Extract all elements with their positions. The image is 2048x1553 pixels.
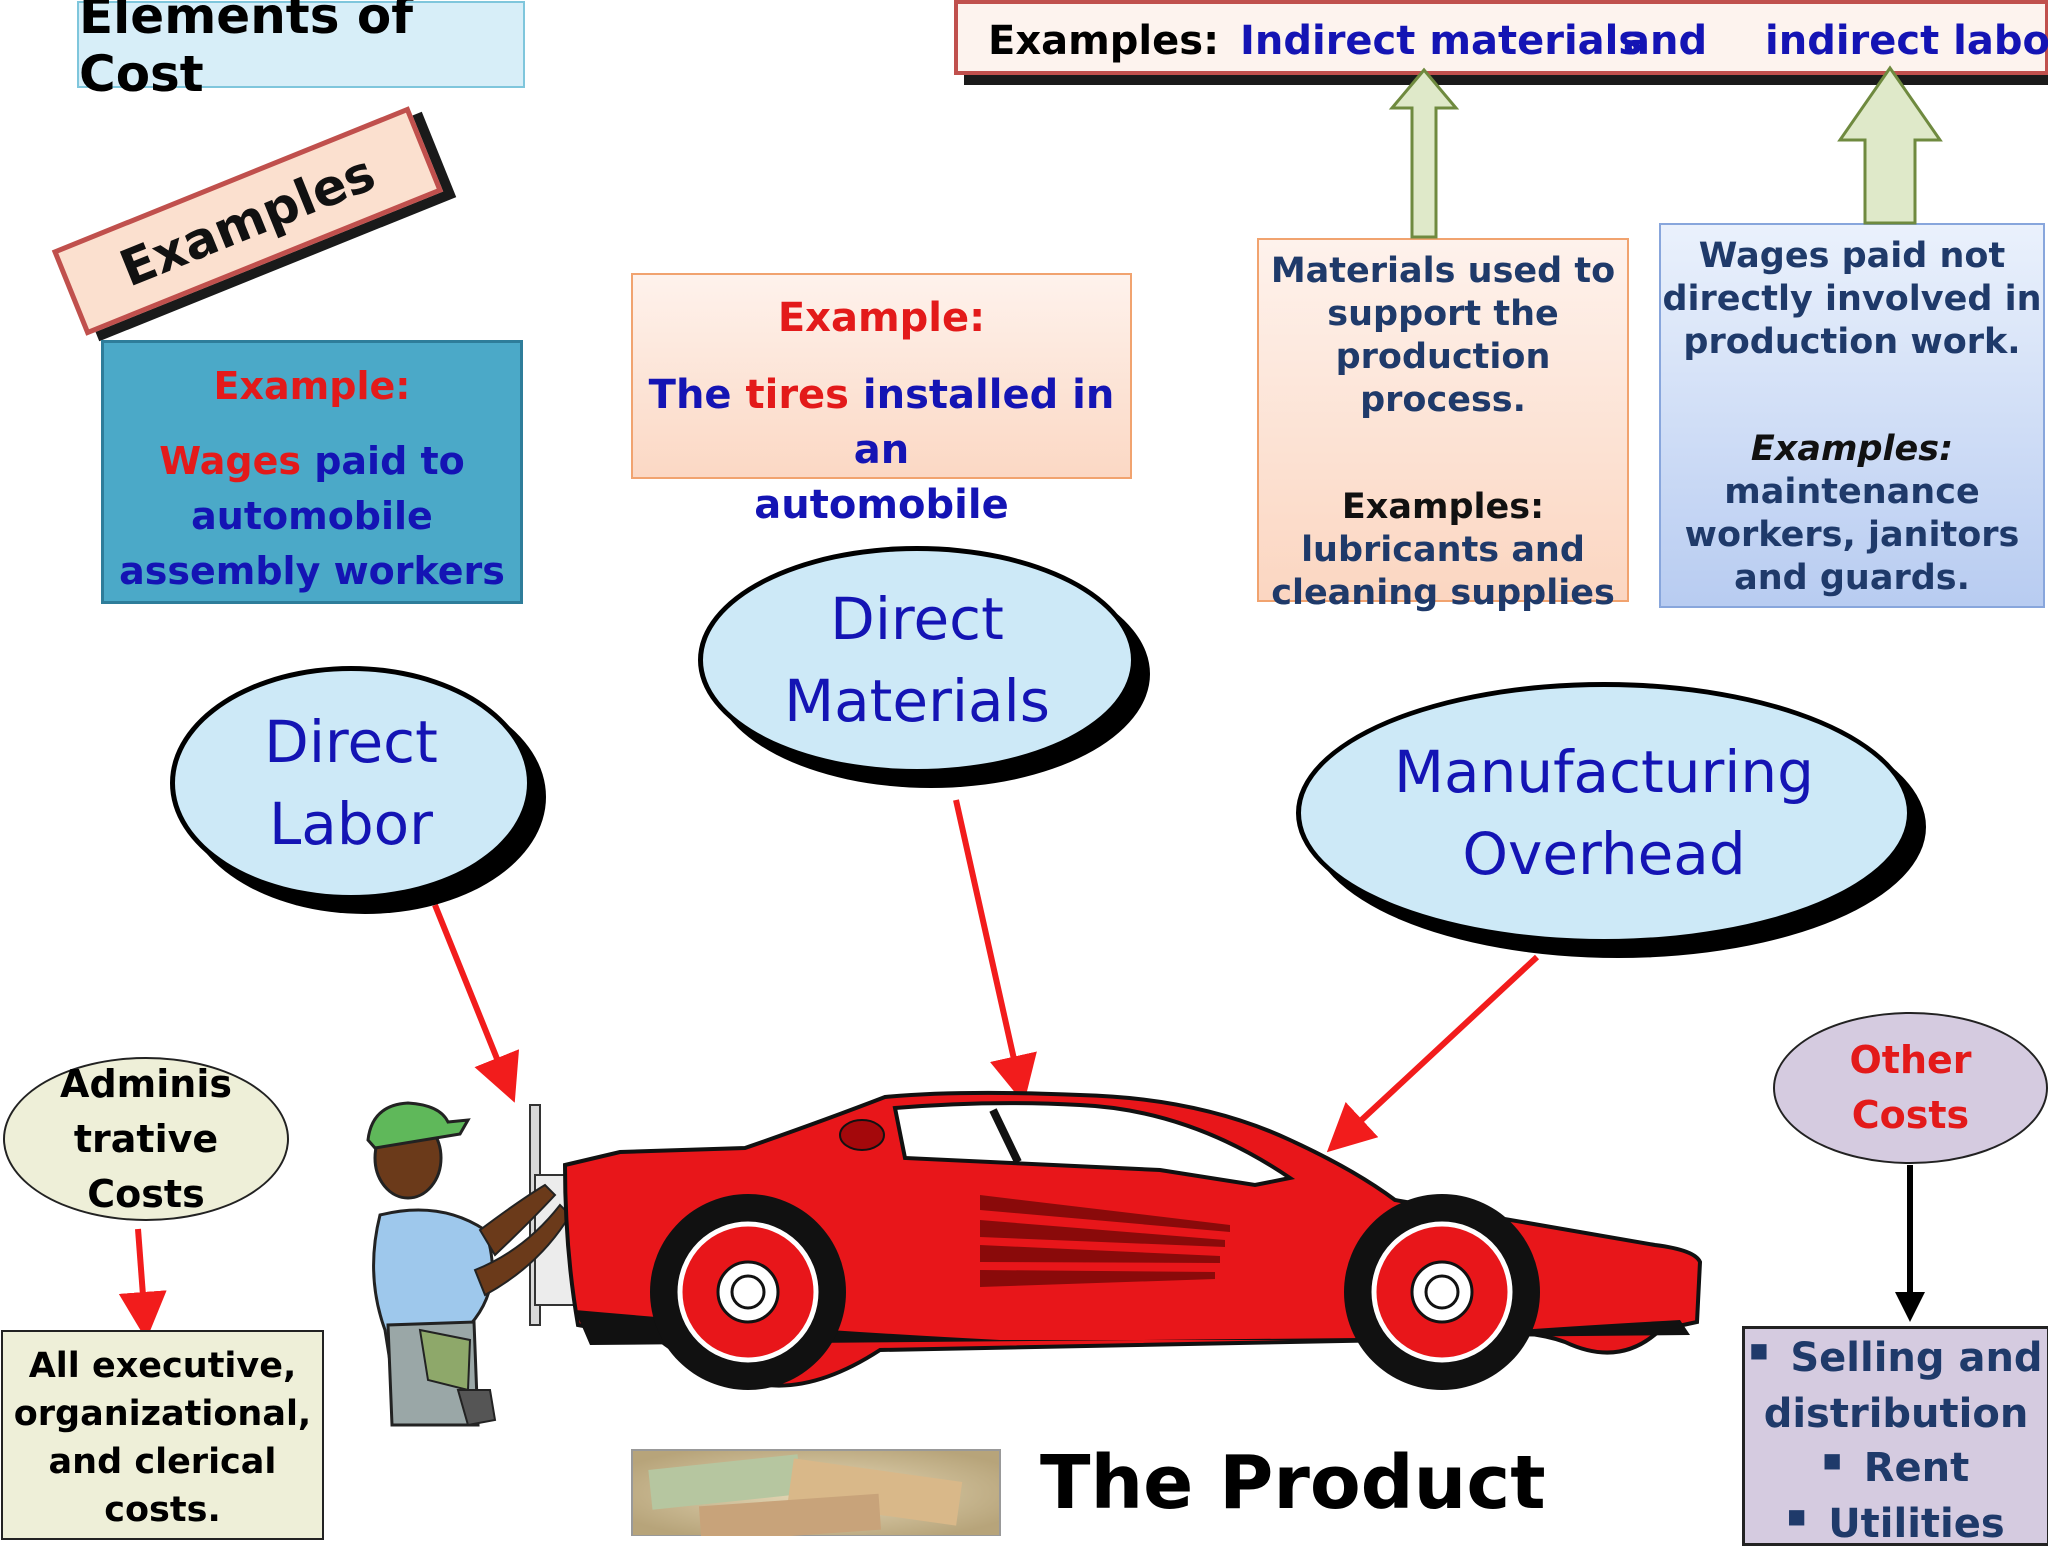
indirect-labor-examples-label: Examples: — [1750, 429, 1954, 469]
indirect-labor-line2: directly involved in — [1662, 279, 2042, 319]
indirect-labor-line1: Wages paid not — [1698, 236, 2006, 276]
page-title: Elements of Cost — [77, 0, 525, 103]
admin-desc-line3: and clerical — [48, 1442, 277, 1482]
list-item: ■Selling and — [1749, 1335, 2043, 1381]
arrow-admin-to-desc — [118, 1228, 167, 1340]
indirect-materials-examples-label: Examples: — [1341, 487, 1545, 527]
admin-word2: trative — [73, 1116, 219, 1161]
banner-lead: Examples: — [988, 18, 1220, 64]
other-costs-ellipse: Other Costs — [1773, 1012, 2048, 1164]
materials-example-post: installed in an — [848, 372, 1115, 473]
banner-item-indirect-materials: Indirect materials — [1240, 18, 1643, 64]
labor-example-line1: paid to — [300, 439, 465, 483]
labor-example-line2: automobile — [191, 494, 433, 538]
indirect-materials-ex1: lubricants and — [1301, 530, 1585, 570]
direct-labor-example-box: Example: Wages paid to automobile assemb… — [101, 340, 523, 604]
materials-example-line2: automobile — [754, 482, 1009, 528]
admin-word1: Adminis — [60, 1061, 232, 1106]
administrative-costs-description: All executive, organizational, and cleri… — [1, 1330, 324, 1540]
direct-materials-ellipse: Direct Materials — [698, 546, 1136, 774]
bullet-icon: ■ — [1787, 1504, 1807, 1528]
other-word2: Costs — [1851, 1093, 1970, 1137]
banner-item-indirect-labor: indirect labor — [1765, 18, 2048, 64]
money-image — [631, 1449, 1001, 1536]
indirect-labor-box: Wages paid not directly involved in prod… — [1659, 223, 2045, 608]
indirect-materials-line3: production process. — [1335, 337, 1551, 420]
list-item: ■Utilities — [1787, 1501, 2005, 1547]
indirect-labor-ex1: maintenance — [1724, 472, 1980, 512]
other-word1: Other — [1849, 1038, 1972, 1082]
worker-illustration — [366, 1101, 586, 1427]
indirect-examples-banner: Examples: Indirect materials and indirec… — [954, 0, 2048, 75]
direct-materials-word1: Direct — [830, 585, 1004, 653]
indirect-materials-box: Materials used to support the production… — [1257, 238, 1629, 613]
overhead-word2: Overhead — [1462, 820, 1746, 888]
direct-labor-word1: Direct — [264, 708, 438, 776]
arrow-overhead-to-car — [1326, 954, 1540, 1153]
up-arrow-indirect-labor — [1837, 65, 1943, 225]
admin-desc-line2: organizational, — [13, 1394, 312, 1434]
materials-example-heading: Example: — [777, 295, 986, 341]
title-text: Elements of Cost — [79, 0, 413, 103]
banner-conjunction: and — [1623, 18, 1708, 64]
bullet-icon: ■ — [1822, 1448, 1842, 1472]
labor-example-line3: assembly workers — [119, 549, 505, 593]
red-sports-car — [562, 1090, 1703, 1390]
other-costs-list: ■Selling and distribution ■Rent ■Utiliti… — [1742, 1326, 2048, 1547]
indirect-labor-ex2: workers, janitors — [1684, 515, 2020, 555]
arrow-materials-to-car — [953, 799, 1037, 1104]
indirect-materials-ex2: cleaning supplies — [1271, 573, 1615, 613]
arrow-labor-to-worker — [432, 903, 520, 1103]
direct-materials-example-box: Example: The tires installed in an autom… — [631, 273, 1132, 528]
direct-labor-word2: Labor — [268, 790, 433, 858]
admin-desc-line4: costs. — [104, 1490, 221, 1530]
bullet-icon: ■ — [1749, 1338, 1769, 1362]
manufacturing-overhead-ellipse: Manufacturing Overhead — [1296, 682, 1912, 944]
overhead-word1: Manufacturing — [1394, 738, 1814, 806]
materials-example-pre: The — [648, 372, 746, 418]
labor-example-heading: Example: — [213, 364, 411, 408]
indirect-labor-ex3: and guards. — [1734, 558, 1970, 598]
indirect-labor-line3: production work. — [1683, 322, 2021, 362]
indirect-materials-line1: Materials used to — [1270, 251, 1616, 291]
product-label: The Product — [1040, 1440, 1546, 1526]
list-item-continuation: distribution — [1763, 1391, 2029, 1437]
direct-materials-word2: Materials — [784, 667, 1050, 735]
up-arrow-indirect-materials — [1388, 67, 1460, 239]
materials-example-tires: tires — [745, 372, 849, 418]
indirect-materials-line2: support the — [1327, 294, 1559, 334]
labor-example-wages: Wages — [159, 439, 301, 483]
list-item: ■Rent — [1822, 1445, 1970, 1491]
admin-desc-line1: All executive, — [28, 1346, 297, 1386]
admin-word3: Costs — [87, 1171, 205, 1216]
direct-labor-ellipse: Direct Labor — [170, 666, 532, 900]
administrative-costs-ellipse: Adminis trative Costs — [3, 1057, 289, 1221]
